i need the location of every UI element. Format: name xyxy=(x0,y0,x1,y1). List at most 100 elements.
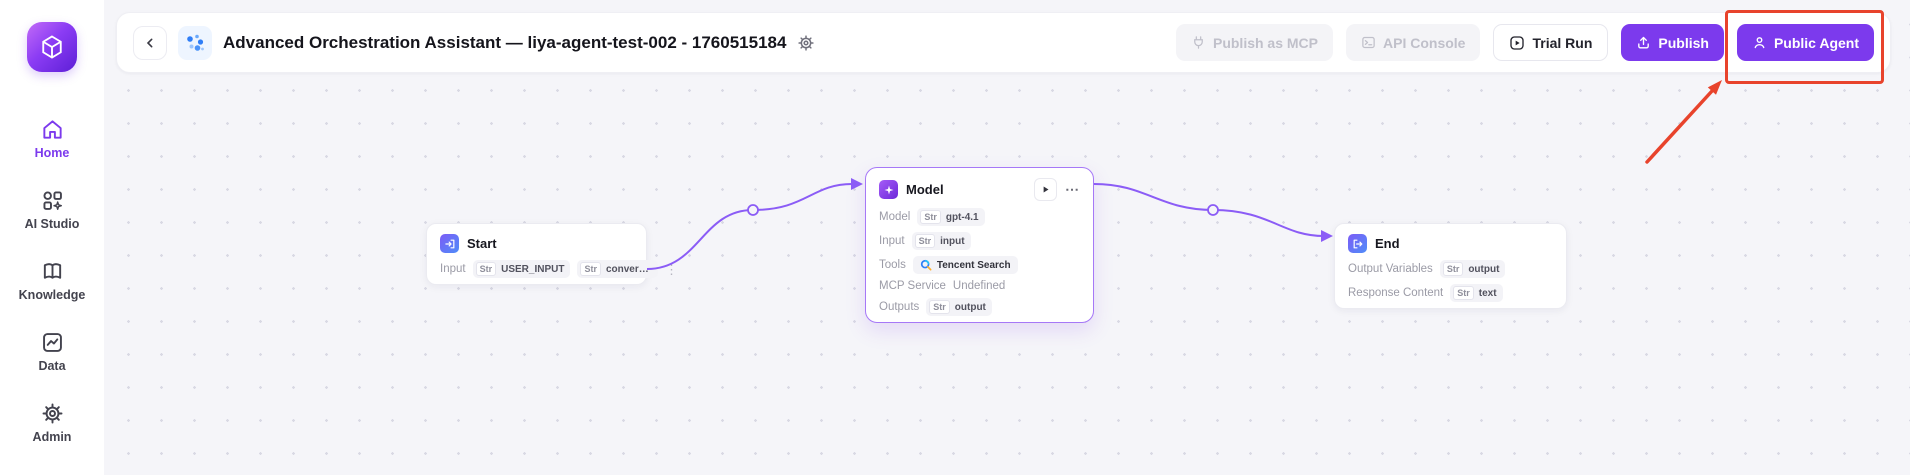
publish-button[interactable]: Publish xyxy=(1621,24,1724,61)
chip-value: text xyxy=(1478,287,1497,299)
publish-label: Publish xyxy=(1658,34,1709,51)
value-chip: Str text xyxy=(1450,284,1503,302)
kebab-menu-icon[interactable]: ⋮ xyxy=(664,261,678,277)
type-badge: Str xyxy=(1453,286,1474,300)
model-sparkle-icon xyxy=(879,180,898,199)
logo-cube-icon xyxy=(42,35,62,59)
node-start-header: Start xyxy=(427,224,646,260)
end-row: Response Content Str text xyxy=(1335,284,1566,302)
arrowhead-icon xyxy=(851,178,863,190)
row-label: Output Variables xyxy=(1348,263,1433,275)
type-badge: Str xyxy=(1442,262,1464,276)
tool-chip: Tencent Search xyxy=(912,256,1018,274)
node-end-header: End xyxy=(1335,224,1566,260)
model-row: Input Str input xyxy=(866,232,1093,250)
node-start[interactable]: Start Input Str USER_INPUT Str convers..… xyxy=(426,223,678,285)
end-row: Output Variables Str output xyxy=(1335,260,1566,278)
model-row: Outputs Str output xyxy=(866,298,1093,316)
value-chip: Str USER_INPUT xyxy=(472,260,571,278)
row-label: MCP Service xyxy=(879,280,946,292)
console-icon xyxy=(1362,36,1375,49)
chip-value: output xyxy=(954,301,986,313)
data-icon xyxy=(42,333,62,352)
chip-value: output xyxy=(1468,263,1500,275)
publish-as-mcp-button[interactable]: Publish as MCP xyxy=(1175,24,1334,61)
sidebar: Home AI Studio Knowledge Data xyxy=(0,0,104,475)
agent-avatar xyxy=(178,25,212,60)
node-header-actions: ⋯ xyxy=(1034,178,1080,201)
page-title: Advanced Orchestration Assistant — liya-… xyxy=(223,32,787,52)
value-chip: Str gpt-4.1 xyxy=(917,208,985,226)
value-chip: Str output xyxy=(1439,260,1506,278)
sidebar-item-admin[interactable]: Admin xyxy=(0,402,104,444)
node-title: Model xyxy=(906,182,944,197)
play-square-icon xyxy=(1510,35,1525,50)
type-badge: Str xyxy=(920,210,941,224)
run-node-button[interactable] xyxy=(1034,178,1057,201)
sidebar-item-data[interactable]: Data xyxy=(0,331,104,373)
row-label: Tools xyxy=(879,259,906,271)
back-button[interactable] xyxy=(133,25,167,60)
node-title: Start xyxy=(467,236,497,251)
sidebar-item-ai-studio[interactable]: AI Studio xyxy=(0,189,104,231)
end-exit-icon xyxy=(1348,234,1367,253)
publish-as-mcp-label: Publish as MCP xyxy=(1212,34,1319,51)
sidebar-nav: Home AI Studio Knowledge Data xyxy=(0,118,104,444)
chip-value: gpt-4.1 xyxy=(945,211,979,223)
model-row: Tools Tencent Search xyxy=(866,256,1093,274)
app-logo[interactable] xyxy=(27,22,77,72)
value-chip: Str input xyxy=(911,232,971,250)
type-badge: Str xyxy=(475,262,497,276)
knowledge-icon xyxy=(43,263,61,279)
value-chip: Str output xyxy=(926,298,992,316)
public-agent-label: Public Agent xyxy=(1773,34,1859,51)
row-value-text: Undefined xyxy=(952,280,1006,292)
sidebar-item-label: Admin xyxy=(32,430,72,444)
model-row: Model Str gpt-4.1 xyxy=(866,208,1093,226)
annotation-arrow xyxy=(1645,80,1722,164)
node-model[interactable]: Model ⋯ Model Str gpt-4.1 Input Str inpu… xyxy=(865,167,1094,323)
chip-value: convers... xyxy=(605,263,652,275)
tool-name: Tencent Search xyxy=(936,259,1011,271)
trial-run-label: Trial Run xyxy=(1532,34,1593,51)
node-model-header: Model ⋯ xyxy=(866,168,1093,208)
chevron-left-icon xyxy=(146,38,153,47)
value-chip: Str convers... xyxy=(577,260,658,278)
public-agent-button[interactable]: Public Agent xyxy=(1736,24,1874,61)
header-actions: Publish as MCP API Console Trial Run xyxy=(1175,10,1884,84)
upload-icon xyxy=(1638,36,1650,49)
connector-midpoint xyxy=(1207,204,1219,216)
molecule-dots-icon xyxy=(187,34,204,51)
sidebar-item-label: Home xyxy=(34,146,70,160)
trial-run-button[interactable]: Trial Run xyxy=(1493,24,1609,61)
arrowhead-icon xyxy=(1321,230,1333,242)
type-badge: Str xyxy=(914,234,936,248)
row-label: Input xyxy=(879,235,905,247)
public-agent-wrapper: Public Agent xyxy=(1724,10,1884,84)
admin-icon xyxy=(42,403,62,424)
sidebar-item-label: Data xyxy=(38,359,66,373)
row-label: Input xyxy=(440,263,466,275)
model-row: MCP Service Undefined xyxy=(866,280,1093,292)
sidebar-item-knowledge[interactable]: Knowledge xyxy=(0,260,104,302)
home-icon xyxy=(42,120,62,139)
row-label: Outputs xyxy=(879,301,920,313)
sidebar-item-label: AI Studio xyxy=(24,217,80,231)
mcp-plug-icon xyxy=(1194,36,1203,49)
ai-studio-icon xyxy=(42,191,62,211)
api-console-button[interactable]: API Console xyxy=(1346,24,1481,61)
tencent-search-icon xyxy=(920,259,932,271)
node-end[interactable]: End Output Variables Str output Response… xyxy=(1334,223,1567,309)
start-enter-icon xyxy=(440,234,459,253)
workflow-canvas[interactable]: Advanced Orchestration Assistant — liya-… xyxy=(104,0,1910,475)
row-label: Model xyxy=(879,211,911,223)
connector-midpoint xyxy=(747,204,759,216)
more-options-icon[interactable]: ⋯ xyxy=(1065,181,1080,197)
agent-settings-gear-icon[interactable] xyxy=(797,34,815,52)
sidebar-item-home[interactable]: Home xyxy=(0,118,104,160)
type-badge: Str xyxy=(580,262,601,276)
type-badge: Str xyxy=(929,300,950,314)
row-label: Response Content xyxy=(1348,287,1444,299)
node-title: End xyxy=(1375,236,1400,251)
header: Advanced Orchestration Assistant — liya-… xyxy=(116,10,1891,84)
